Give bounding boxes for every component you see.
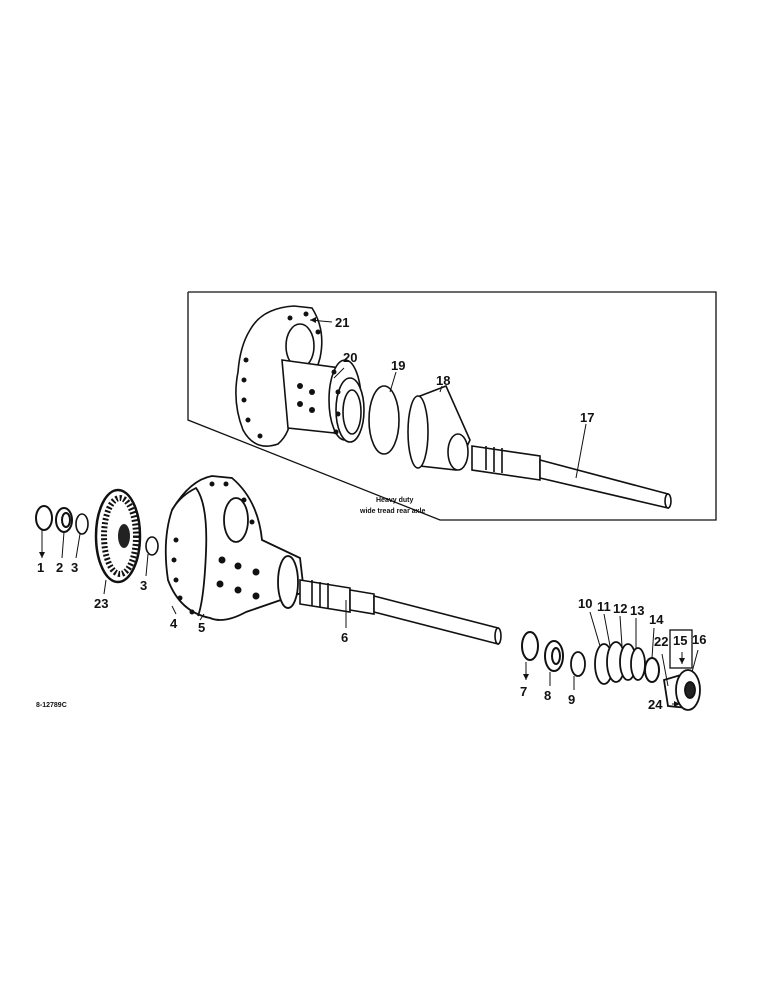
inset-axle-shaft: [471, 445, 672, 510]
leader-lines: [41, 319, 699, 705]
inset-frame: [187, 291, 717, 521]
inset-axle-housing: [235, 305, 365, 447]
callout-6: 6: [341, 630, 348, 645]
part-seal-retainer-stack: [594, 641, 646, 685]
callout-10: 10: [578, 596, 592, 611]
drawing-id: 8-12789C: [36, 702, 67, 709]
callout-7: 7: [520, 684, 527, 699]
callout-11: 11: [597, 599, 611, 614]
callout-23: 23: [94, 596, 108, 611]
callout-17: 17: [580, 410, 594, 425]
part-spacer-ring: [570, 651, 586, 677]
callout-19: 19: [391, 358, 405, 373]
inset-housing-bolts: [241, 311, 341, 439]
callout-1: 1: [37, 560, 44, 575]
callout-15: 15: [673, 633, 687, 648]
inset-note-line2: wide tread rear axle: [359, 508, 425, 515]
inset-note-line1: Heavy duty: [376, 497, 413, 504]
inset-o-ring: [368, 385, 400, 455]
part-bearing-cup: [35, 505, 53, 531]
callout-2: 2: [56, 560, 63, 575]
callout-3-left: 3: [71, 560, 78, 575]
callout-box-15: [669, 629, 693, 669]
callout-8: 8: [544, 688, 551, 703]
part-bearing-cone: [55, 507, 73, 533]
callout-5: 5: [198, 620, 205, 635]
part-washer: [644, 657, 660, 683]
part-axle-shaft: [299, 579, 502, 646]
callout-22: 22: [654, 634, 668, 649]
callout-14: 14: [649, 612, 664, 627]
part-snap-ring-right: [145, 536, 159, 556]
leader-arrowheads: [39, 317, 685, 707]
callout-20: 20: [343, 350, 357, 365]
callout-3-right: 3: [140, 578, 147, 593]
inset-bearing-carrier: [407, 384, 471, 471]
callout-16: 16: [692, 632, 706, 647]
callout-13: 13: [630, 603, 644, 618]
callout-21: 21: [335, 315, 349, 330]
part-outer-bearing-cup: [521, 631, 539, 661]
part-axle-housing: [164, 475, 305, 621]
callout-9: 9: [568, 692, 575, 707]
part-snap-ring-left: [75, 513, 89, 535]
callout-4: 4: [170, 616, 178, 631]
part-outer-bearing-cone: [544, 640, 564, 672]
callout-12: 12: [613, 601, 627, 616]
callout-24: 24: [648, 697, 663, 712]
part-wheel-hub: [662, 669, 701, 711]
part-housing-bolts: [171, 481, 260, 615]
part-bull-gear: [94, 488, 142, 584]
callout-18: 18: [436, 373, 450, 388]
